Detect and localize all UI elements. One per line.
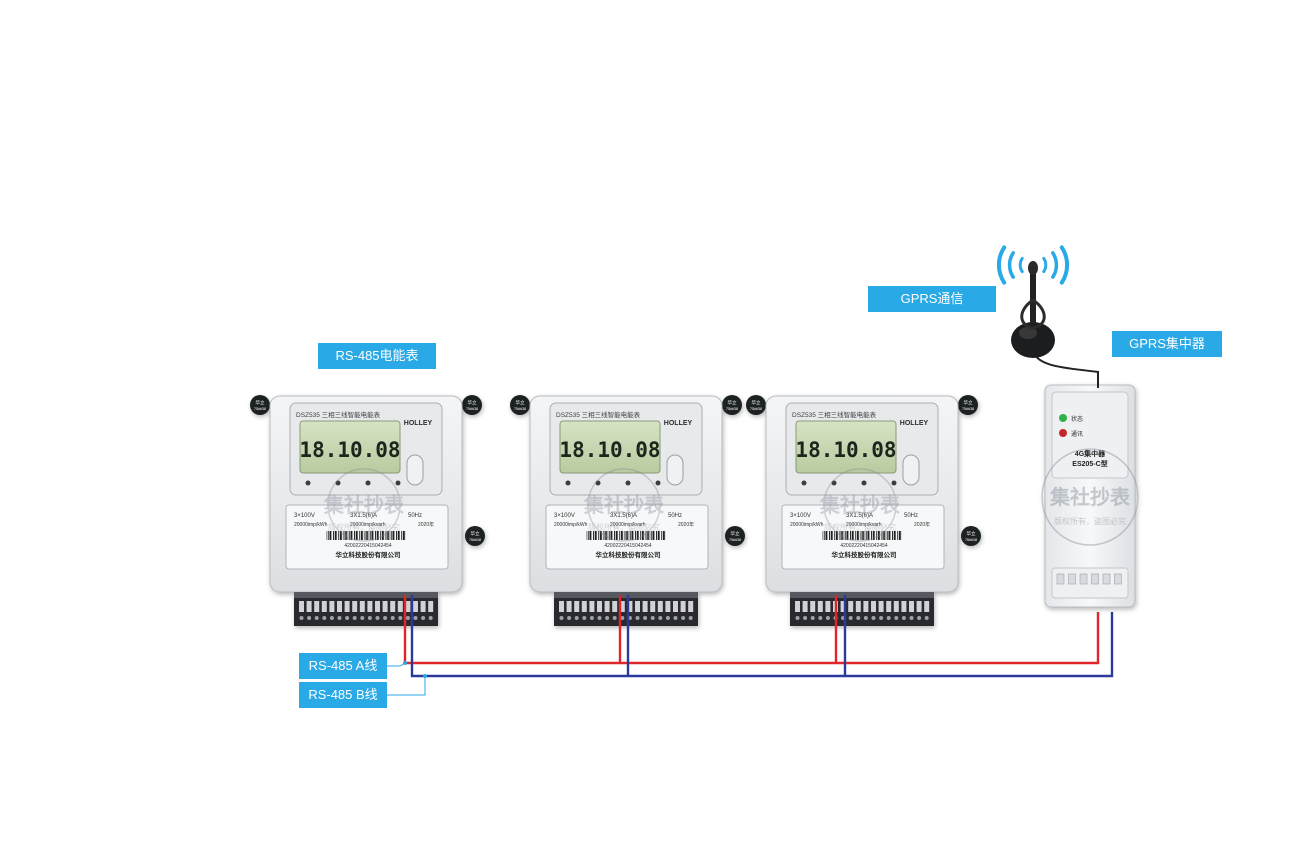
label-gprs-communication: GPRS通信 [868,286,996,312]
svg-text:75##38: 75##38 [254,407,266,411]
brand-logo: HOLLEY [404,420,433,427]
gprs-antenna [999,247,1098,388]
svg-text:通讯: 通讯 [1071,430,1083,438]
svg-text:华立: 华立 [967,530,976,537]
terminal-block [790,592,934,626]
indicator-led [366,481,371,486]
svg-text:华立: 华立 [516,399,525,406]
svg-text:版权所有，盗图必究: 版权所有，盗图必究 [588,522,660,532]
status-led [1059,414,1067,422]
svg-text:华立: 华立 [728,399,737,406]
svg-text:集社抄表: 集社抄表 [323,493,405,517]
lcd-reading: 18.10.08 [559,438,660,462]
svg-text:华立: 华立 [731,530,740,537]
meter-button [903,455,919,485]
svg-text:华立科技股份有限公司: 华立科技股份有限公司 [832,550,897,559]
label-rs485-b-line: RS-485 B线 [299,682,387,708]
svg-text:版权所有，盗图必究: 版权所有，盗图必究 [1054,516,1126,526]
svg-text:42002220415042454: 42002220415042454 [604,543,651,549]
svg-text:华立: 华立 [752,399,761,406]
lcd-display: 18.10.08 [559,421,660,473]
indicator-led [892,481,897,486]
svg-text:版权所有，盗图必究: 版权所有，盗图必究 [328,522,400,532]
meter-button [407,455,423,485]
svg-text:75##38: 75##38 [469,538,481,542]
svg-text:集社抄表: 集社抄表 [1049,485,1131,509]
svg-text:ES205-C型: ES205-C型 [1072,459,1107,468]
svg-text:集社抄表: 集社抄表 [819,493,901,517]
svg-text:3×100V: 3×100V [294,513,315,519]
svg-text:华立: 华立 [471,530,480,537]
svg-text:DSZ535 三相三线智能电能表: DSZ535 三相三线智能电能表 [296,410,381,419]
svg-text:20000imp/kWh: 20000imp/kWh [294,522,328,528]
svg-text:3×100V: 3×100V [554,513,575,519]
brand-logo: HOLLEY [664,420,693,427]
lcd-reading: 18.10.08 [299,438,400,462]
svg-text:状态: 状态 [1071,415,1083,423]
label-rs485-a-line: RS-485 A线 [299,653,387,679]
indicator-led [306,481,311,486]
svg-text:42002220415042454: 42002220415042454 [344,543,391,549]
terminal-block [294,592,438,626]
svg-text:75##38: 75##38 [729,538,741,542]
svg-text:3×100V: 3×100V [790,513,811,519]
lcd-display: 18.10.08 [795,421,896,473]
svg-text:50Hz: 50Hz [408,513,422,519]
svg-text:DSZ535 三相三线智能电能表: DSZ535 三相三线智能电能表 [792,410,877,419]
indicator-led [566,481,571,486]
indicator-led [802,481,807,486]
svg-text:75##38: 75##38 [726,407,738,411]
comm-led [1059,429,1067,437]
svg-text:2020年: 2020年 [914,521,930,528]
svg-text:20000imp/kWh: 20000imp/kWh [554,522,588,528]
svg-text:2020年: 2020年 [678,521,694,528]
svg-text:75##38: 75##38 [962,407,974,411]
rs485-wiring [387,595,1112,695]
svg-text:20000imp/kWh: 20000imp/kWh [790,522,824,528]
meter-button [667,455,683,485]
svg-text:75##38: 75##38 [466,407,478,411]
svg-text:75##38: 75##38 [965,538,977,542]
lcd-display: 18.10.08 [299,421,400,473]
svg-text:华立: 华立 [256,399,265,406]
indicator-led [626,481,631,486]
svg-text:75##38: 75##38 [750,407,762,411]
svg-text:华立: 华立 [468,399,477,406]
terminal-block [554,592,698,626]
svg-text:DSZ535 三相三线智能电能表: DSZ535 三相三线智能电能表 [556,410,641,419]
svg-text:集社抄表: 集社抄表 [583,493,665,517]
brand-logo: HOLLEY [900,420,929,427]
svg-text:华立科技股份有限公司: 华立科技股份有限公司 [336,550,401,559]
svg-text:50Hz: 50Hz [904,513,918,519]
indicator-led [396,481,401,486]
indicator-led [656,481,661,486]
svg-text:2020年: 2020年 [418,521,434,528]
svg-text:50Hz: 50Hz [668,513,682,519]
lcd-reading: 18.10.08 [795,438,896,462]
indicator-led [862,481,867,486]
svg-text:42002220415042454: 42002220415042454 [840,543,887,549]
svg-text:华立: 华立 [964,399,973,406]
svg-text:75##38: 75##38 [514,407,526,411]
svg-text:华立科技股份有限公司: 华立科技股份有限公司 [596,550,661,559]
label-rs485-meter: RS-485电能表 [318,343,436,369]
svg-text:版权所有，盗图必究: 版权所有，盗图必究 [824,522,896,532]
label-gprs-concentrator: GPRS集中器 [1112,331,1222,357]
